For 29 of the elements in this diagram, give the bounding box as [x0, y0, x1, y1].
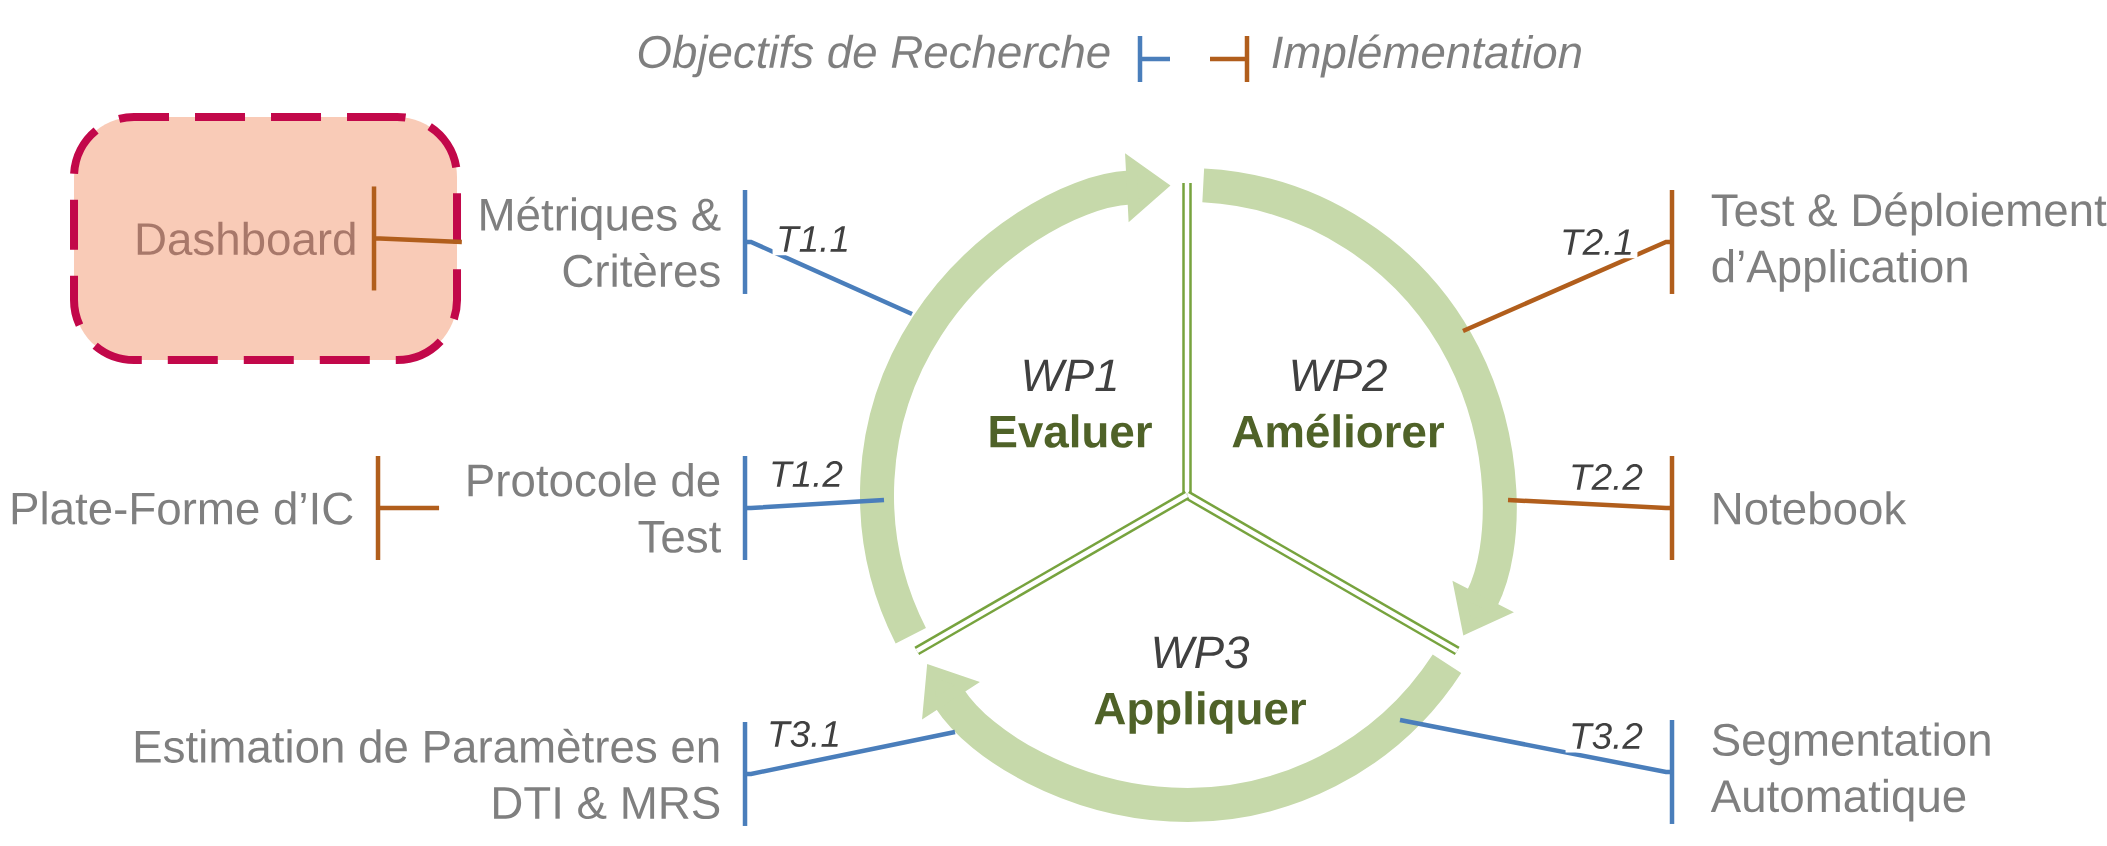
node-label: Appliquer	[1094, 691, 1306, 734]
edge-label: T2.2	[1565, 460, 1647, 494]
connector-line	[745, 239, 913, 317]
task-label: Plate-Forme d’IC	[12, 456, 381, 560]
connector-line	[745, 497, 885, 511]
task-label: Segmentation Automatique	[1669, 720, 1990, 824]
legend-text: Implémentation	[1272, 34, 1581, 78]
connector-line	[1462, 239, 1672, 334]
edge-label: T2.1	[1556, 225, 1638, 259]
node-label: WP1	[1024, 359, 1116, 392]
connector-line	[378, 505, 440, 511]
highlight-box: Dashboard	[70, 113, 461, 364]
connector-line	[374, 236, 462, 245]
node-label: WP2	[1292, 359, 1387, 392]
task-label: Notebook	[1669, 456, 1907, 560]
connector-line	[745, 729, 956, 777]
task-label: Estimation de Paramètres en DTI & MRS	[135, 722, 748, 826]
task-label: Métriques & Critères	[481, 190, 748, 294]
edge-label: T1.1	[772, 222, 854, 256]
task-label: Test & Déploiement d’Application	[1669, 190, 2107, 294]
node-label: Evaluer	[990, 414, 1152, 448]
edge-label: T3.2	[1565, 719, 1647, 753]
connector-line	[1399, 717, 1672, 775]
legend-text: Objectifs de Recherche	[638, 34, 1110, 78]
edge-label: T1.2	[765, 457, 847, 491]
connector-line	[1507, 497, 1672, 511]
edge-label: T3.1	[763, 717, 845, 751]
node-label: Améliorer	[1232, 413, 1444, 448]
task-label: Protocole de Test	[468, 456, 748, 560]
